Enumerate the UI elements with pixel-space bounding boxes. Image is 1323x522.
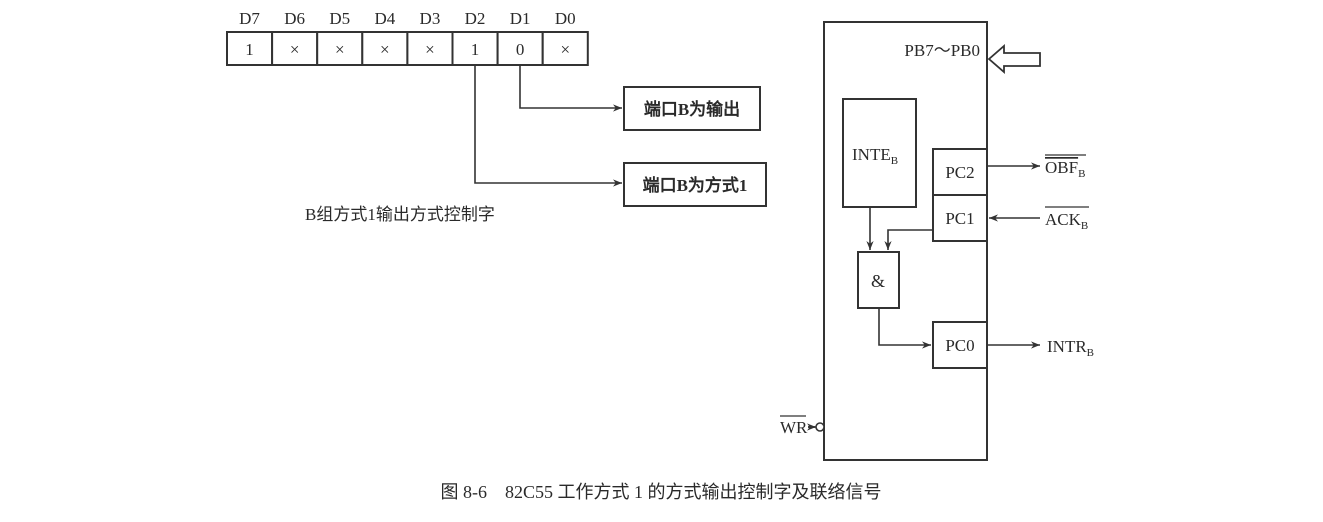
d2-arrow (474, 65, 622, 187)
and-gate-label: & (871, 271, 885, 291)
register-bit-value: × (290, 40, 300, 59)
port-b-mode1-box (623, 162, 767, 207)
wr-label: WR (780, 418, 808, 437)
register-bit-value: × (335, 40, 345, 59)
register-bit-label: D5 (329, 9, 350, 28)
port-b-bus-arrow (987, 44, 1041, 74)
pc1-box (932, 194, 988, 242)
ack-b-label: ACKB (1045, 210, 1088, 232)
intr-b-label: INTRB (1047, 337, 1094, 359)
port-b-label: PB7～PB0 (904, 41, 980, 60)
control-word-register: D7 1 D6 × D5 × D4 × D3 × D2 1 D1 0 D0 × (226, 9, 589, 66)
register-bit-label: D3 (420, 9, 441, 28)
register-bit-cell (271, 31, 319, 66)
pc2-label: PC2 (945, 163, 974, 182)
register-bit-label: D4 (374, 9, 395, 28)
register-bit-label: D1 (510, 9, 531, 28)
inte-b-label: INTEB (852, 145, 898, 167)
d1-arrow (519, 65, 622, 112)
register-bit-value: × (425, 40, 435, 59)
register-bit-cell (541, 31, 589, 66)
port-b-output-box (623, 86, 761, 131)
pc1-label: PC1 (945, 209, 974, 228)
pc0-label: PC0 (945, 336, 974, 355)
register-bit-value: 0 (516, 40, 525, 59)
port-b-mode1-label: 端口B为方式1 (643, 175, 748, 195)
register-bit-label: D2 (465, 9, 486, 28)
and-to-pc0-arrow (878, 308, 931, 349)
register-bit-cell (406, 31, 454, 66)
obf-b-label: OBFB (1045, 158, 1085, 180)
control-word-caption: B组方式1输出方式控制字 (305, 205, 495, 224)
figure-caption: 图 8-6 82C55 工作方式 1 的方式输出控制字及联络信号 (441, 482, 882, 502)
register-bit-value: × (380, 40, 390, 59)
register-bit-cell (226, 31, 274, 66)
inte-b-box (842, 98, 917, 208)
register-bit-value: 1 (471, 40, 480, 59)
pc1-to-and-arrow (884, 229, 933, 250)
register-bit-value: × (560, 40, 570, 59)
port-b-output-label: 端口B为输出 (644, 99, 740, 119)
wr-inversion-bubble (815, 422, 825, 432)
register-bit-value: 1 (245, 40, 254, 59)
register-bit-cell (316, 31, 364, 66)
and-gate (857, 251, 900, 309)
register-bit-label: D6 (284, 9, 305, 28)
register-bit-label: D7 (239, 9, 260, 28)
register-bit-label: D0 (555, 9, 576, 28)
